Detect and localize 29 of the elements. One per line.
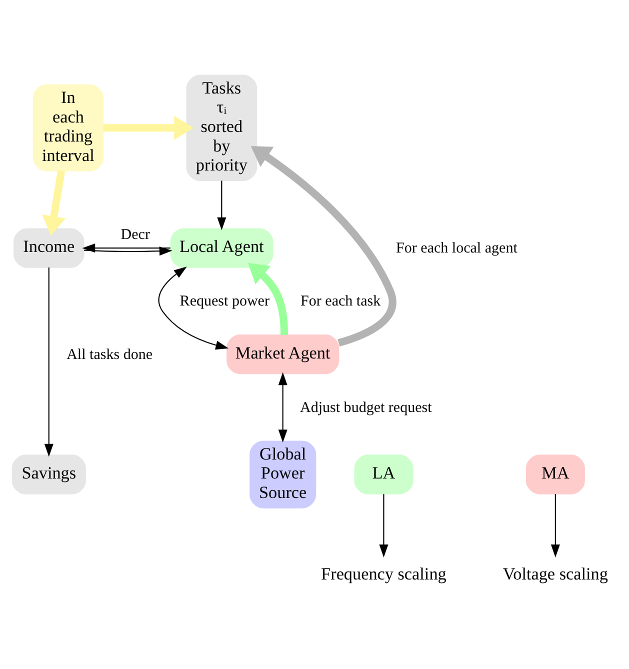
node-box: LA xyxy=(354,454,414,494)
node-box: Global Power Source xyxy=(250,440,316,508)
arrow xyxy=(82,243,170,252)
edge-label: Request power xyxy=(180,293,270,310)
arrow xyxy=(158,266,229,350)
arrow xyxy=(250,146,396,346)
arrow xyxy=(217,180,226,230)
edge-label: All tasks done xyxy=(66,346,153,362)
node-box: Tasks τᵢ sorted by priority xyxy=(186,74,258,180)
edge-label: For each local agent xyxy=(396,240,518,256)
edge-label: Decr xyxy=(120,226,150,243)
edge-label: For each task xyxy=(300,293,381,310)
arrow xyxy=(379,494,388,557)
node-box: Local Agent xyxy=(170,228,274,268)
arrow xyxy=(84,246,172,256)
node-text: Voltage scaling xyxy=(502,564,608,583)
node-box: Savings xyxy=(12,454,86,494)
arrow xyxy=(103,115,194,140)
arrow xyxy=(278,372,288,442)
arrow xyxy=(550,494,560,557)
arrow xyxy=(44,267,54,456)
arrow xyxy=(248,262,288,334)
node-box: Market Agent xyxy=(226,334,340,374)
arrow xyxy=(42,170,66,236)
node-box: MA xyxy=(526,454,585,494)
node-box: In each trading interval xyxy=(32,84,104,171)
node-box: Income xyxy=(13,228,84,268)
edge-label: Adjust budget request xyxy=(300,399,432,416)
node-text: Frequency scaling xyxy=(321,564,446,583)
